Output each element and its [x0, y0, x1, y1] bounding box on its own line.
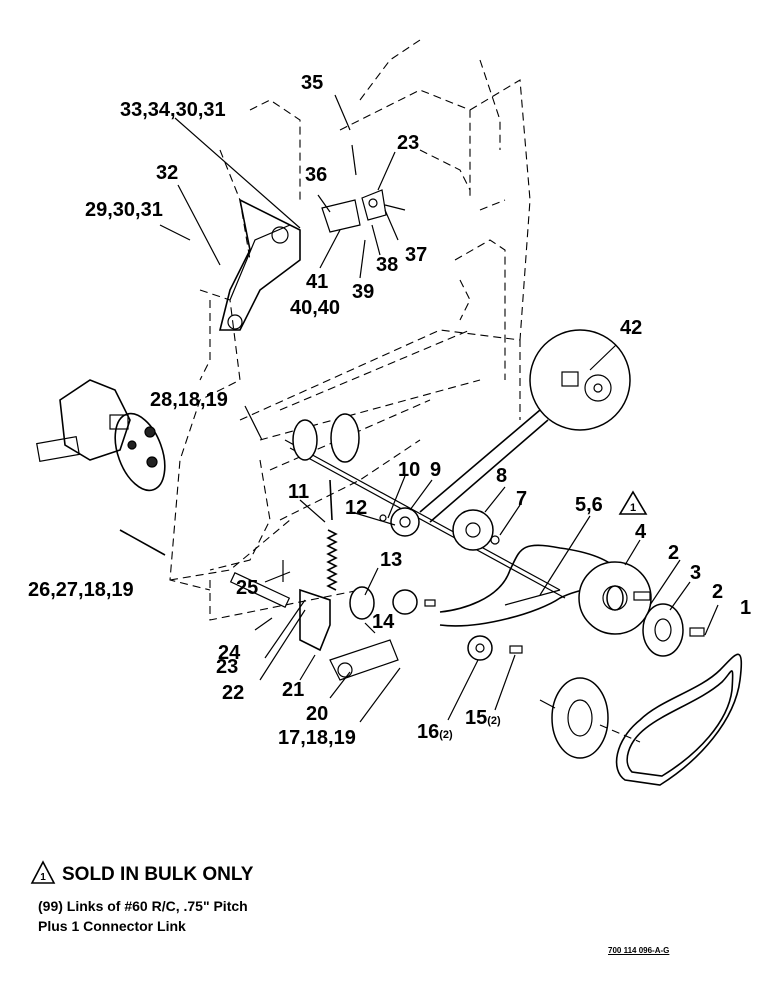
- sprocket-9: [390, 507, 420, 537]
- callout-17-18-19: 17,18,19: [278, 727, 356, 749]
- callout-2-lower: 2: [712, 581, 724, 603]
- callout-13: 13: [380, 549, 403, 571]
- callout-3: 3: [690, 562, 702, 584]
- callout-42: 42: [620, 317, 643, 339]
- callout-39: 39: [352, 281, 375, 303]
- callout-15-qty: (2): [487, 715, 501, 727]
- callout-37: 37: [405, 244, 428, 266]
- note-bulk-marker-icon: 1: [30, 860, 56, 884]
- main-shaft: [284, 413, 566, 599]
- callout-23-upper: 23: [397, 132, 420, 154]
- callout-28-18-19: 28,18,19: [150, 389, 228, 411]
- callout-11: 11: [288, 481, 310, 503]
- spring-idler-assembly: [229, 479, 436, 681]
- callout-15-number: 15: [465, 707, 488, 729]
- upper-chain-assembly: [218, 144, 406, 331]
- hub-3: [642, 603, 705, 657]
- callout-40-40: 40,40: [290, 297, 341, 319]
- leader-lines: [159, 94, 719, 723]
- callout-16-qty: (2): [439, 729, 453, 741]
- drive-belt: [615, 653, 743, 786]
- callout-33-34-30-31: 33,34,30,31: [120, 99, 226, 121]
- callout-24: 24: [218, 642, 241, 664]
- note-line-2: Plus 1 Connector Link: [38, 918, 186, 934]
- callout-16: 16(2): [417, 722, 453, 742]
- note-title: SOLD IN BULK ONLY: [62, 864, 254, 885]
- rod-26: [119, 529, 166, 556]
- callout-1: 1: [740, 597, 752, 619]
- callout-4: 4: [635, 521, 647, 543]
- callout-20: 20: [306, 703, 329, 725]
- callout-36: 36: [305, 164, 328, 186]
- callout-26-27-18-19: 26,27,18,19: [28, 579, 134, 601]
- bulk-marker-icon: 1: [618, 490, 648, 515]
- callout-35: 35: [301, 72, 324, 94]
- callout-15: 15(2): [465, 708, 501, 728]
- callout-25: 25: [236, 577, 259, 599]
- gearbox: [36, 379, 166, 492]
- svg-text:1: 1: [40, 872, 46, 883]
- callout-14: 14: [372, 611, 395, 633]
- sprocket-16: [467, 635, 523, 661]
- sprocket-4: [578, 561, 652, 635]
- callout-9: 9: [430, 459, 442, 481]
- callout-10: 10: [398, 459, 421, 481]
- callout-22: 22: [222, 682, 245, 704]
- callout-12: 12: [345, 497, 368, 519]
- note-line-1: (99) Links of #60 R/C, .75" Pitch: [38, 898, 248, 914]
- callout-16-number: 16: [417, 721, 440, 743]
- sprocket-8: [452, 509, 500, 551]
- callout-29-30-31: 29,30,31: [85, 199, 163, 221]
- svg-text:1: 1: [630, 502, 636, 514]
- callout-21: 21: [282, 679, 305, 701]
- callout-41: 41: [306, 271, 329, 293]
- document-code: 700 114 096-A-G: [608, 946, 670, 955]
- callout-2-upper: 2: [668, 542, 680, 564]
- callout-32: 32: [156, 162, 179, 184]
- callout-7: 7: [516, 488, 528, 510]
- pulley: [539, 677, 641, 759]
- callout-23-lower: 23: [216, 656, 239, 678]
- callout-5-6: 5,6: [575, 494, 603, 516]
- callout-8: 8: [496, 465, 508, 487]
- callout-38: 38: [376, 254, 399, 276]
